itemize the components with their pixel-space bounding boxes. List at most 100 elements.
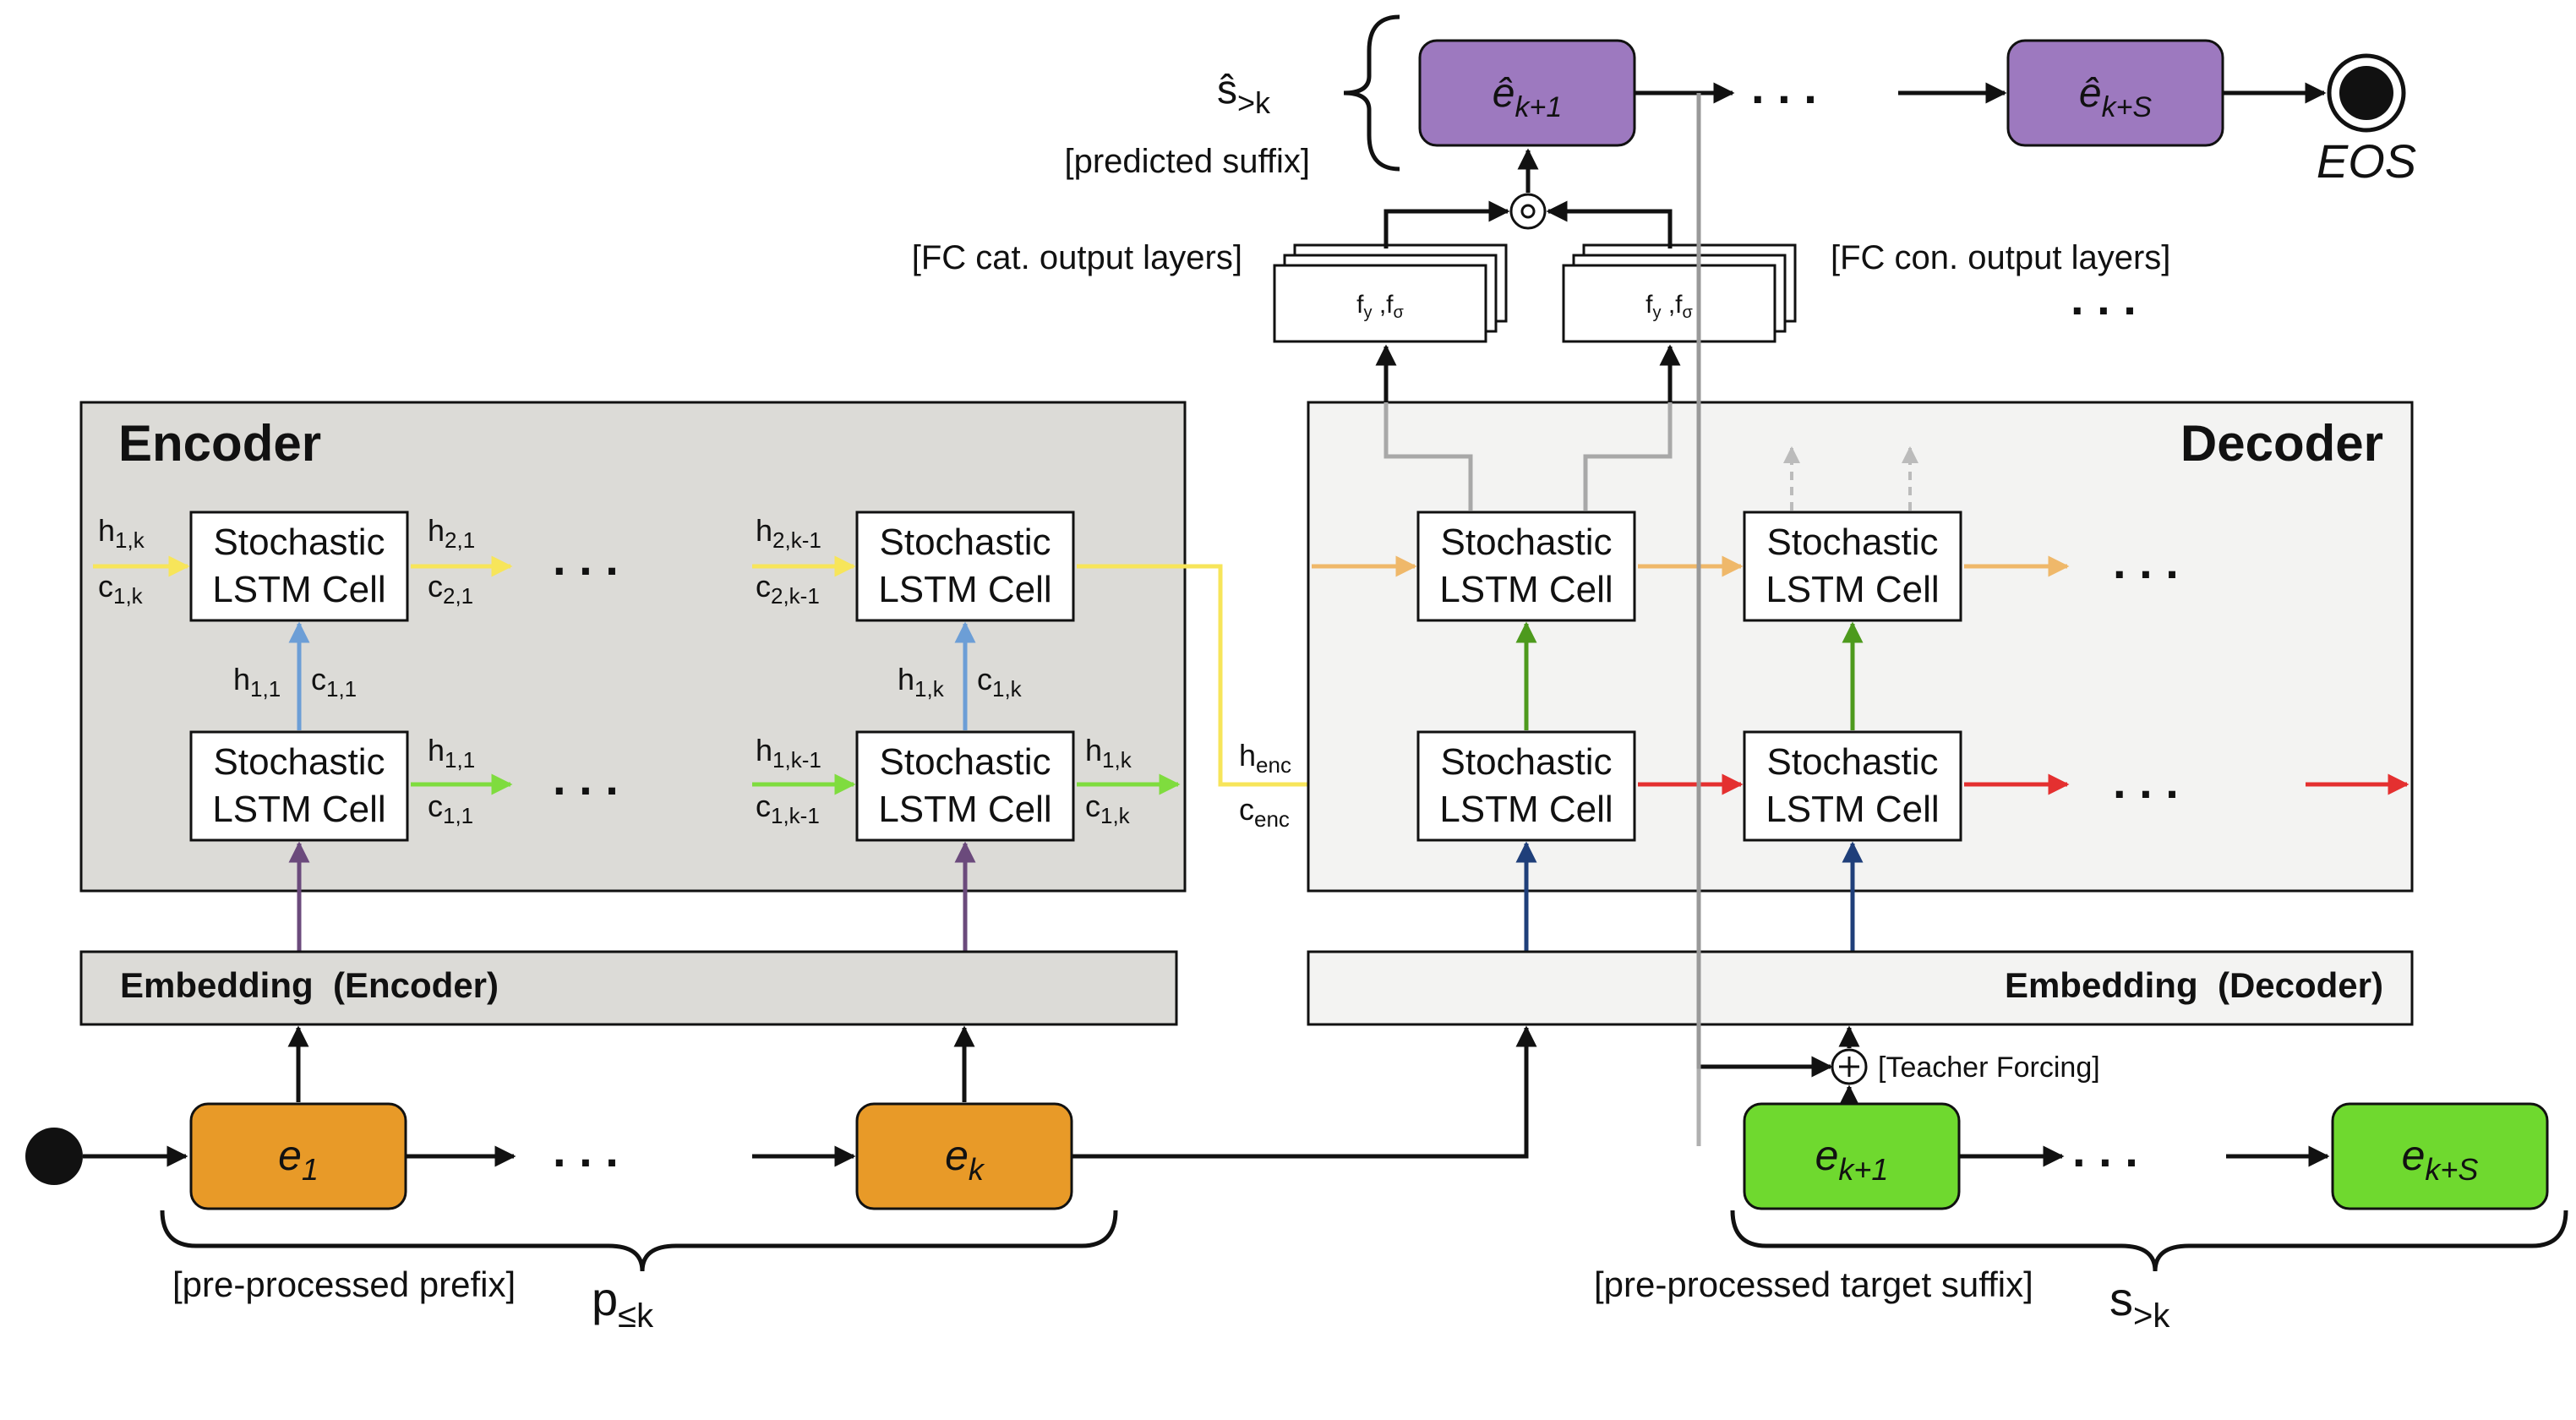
svg-text:c1,k-1: c1,k-1 (756, 789, 820, 828)
decoder-embedding-label: Embedding (Decoder) (2005, 965, 2383, 1005)
svg-text:fy ,fσ: fy ,fσ (1645, 291, 1693, 322)
encoder-embedding-label: Embedding (Encoder) (120, 965, 499, 1005)
teacher-forcing-label: [Teacher Forcing] (1878, 1051, 2100, 1084)
predicted-suffix-label: [predicted suffix] (1064, 143, 1310, 180)
encoder-title: Encoder (118, 415, 321, 472)
encoder-cell-top-1: Stochastic LSTM Cell (189, 511, 409, 622)
svg-text:LSTM Cell: LSTM Cell (212, 789, 385, 830)
decoder-cell-bottom-1: Stochastic LSTM Cell (1416, 730, 1636, 842)
decoder-title: Decoder (2180, 415, 2383, 472)
target-event-eks (2331, 1102, 2549, 1210)
svg-text:c1,k: c1,k (977, 662, 1023, 702)
svg-text:h2,1: h2,1 (428, 513, 475, 553)
label-h-2k-1: h2,k-1 (756, 513, 821, 553)
svg-text:Stochastic: Stochastic (1441, 522, 1613, 563)
svg-text:h1,k: h1,k (1085, 733, 1132, 773)
svg-text:ek+1: ek+1 (1815, 1132, 1889, 1187)
label-h-1k-vert: h1,k (898, 662, 945, 702)
eos-icon (2327, 53, 2406, 133)
svg-text:êk+S: êk+S (2079, 71, 2153, 123)
svg-text:c1,k: c1,k (98, 569, 144, 609)
svg-text:Stochastic: Stochastic (1767, 522, 1939, 563)
svg-text:Stochastic: Stochastic (880, 741, 1051, 783)
decoder-embedding-bar (1307, 950, 2414, 1026)
label-c-11-bot: c1,1 (428, 789, 473, 828)
p-leq-k-label: p≤k (592, 1272, 654, 1335)
label-c-enc: cenc (1239, 792, 1290, 832)
encoder-cell-bottom-k: Stochastic LSTM Cell (855, 730, 1075, 842)
eos-label: EOS (2317, 134, 2416, 188)
svg-text:ek+S: ek+S (2402, 1132, 2479, 1187)
label-c-1k-vert: c1,k (977, 662, 1023, 702)
svg-text:LSTM Cell: LSTM Cell (212, 569, 385, 610)
svg-text:s>k: s>k (2109, 1272, 2170, 1335)
predicted-suffix-brace (1343, 14, 1400, 172)
encoder-bottom-ellipsis: . . . (553, 751, 619, 805)
svg-text:Stochastic: Stochastic (214, 741, 385, 783)
s-gt-k-label: s>k (2109, 1272, 2170, 1335)
fc-con-output-stack: fy ,fσ (1562, 243, 1797, 343)
svg-text:c1,1: c1,1 (311, 662, 357, 702)
label-h-11-bot: h1,1 (428, 733, 475, 773)
svg-text:LSTM Cell: LSTM Cell (1439, 569, 1613, 610)
label-c-2k-1: c2,k-1 (756, 569, 820, 609)
label-c-21: c2,1 (428, 569, 473, 609)
svg-text:Stochastic: Stochastic (1767, 741, 1939, 783)
dec-to-fc-con-line (1583, 352, 1673, 511)
fc-ellipsis: . . . (2071, 271, 2137, 325)
label-h-1k-top: h1,k (98, 513, 145, 553)
svg-text:êk+1: êk+1 (1493, 71, 1562, 123)
label-h-1k-1-bot: h1,k-1 (756, 733, 821, 773)
encoder-cell-top-k: Stochastic LSTM Cell (855, 511, 1075, 622)
svg-text:Stochastic: Stochastic (1441, 741, 1613, 783)
label-c-1k-top: c1,k (98, 569, 144, 609)
dec-to-fc-cat-line (1384, 352, 1473, 511)
target-ellipsis: . . . (2072, 1123, 2138, 1177)
svg-text:c2,1: c2,1 (428, 569, 473, 609)
svg-text:p≤k: p≤k (592, 1272, 654, 1335)
hadamard-combine-icon (1509, 193, 1547, 230)
fc-con-label: [FC con. output layers] (1831, 239, 2170, 276)
svg-text:LSTM Cell: LSTM Cell (878, 789, 1051, 830)
svg-text:LSTM Cell: LSTM Cell (1439, 789, 1613, 830)
svg-text:Stochastic: Stochastic (880, 522, 1051, 563)
svg-text:c2,k-1: c2,k-1 (756, 569, 820, 609)
svg-text:fy ,fσ: fy ,fσ (1356, 291, 1404, 322)
svg-text:ŝ>k: ŝ>k (1217, 68, 1271, 120)
prefix-label: [pre-processed prefix] (172, 1264, 516, 1304)
prefix-brace (160, 1210, 1118, 1272)
fc-cat-label: [FC cat. output layers] (912, 239, 1242, 276)
svg-text:h1,1: h1,1 (428, 733, 475, 773)
svg-text:c1,1: c1,1 (428, 789, 473, 828)
decoder-cell-top-1: Stochastic LSTM Cell (1416, 511, 1636, 622)
prediction-ellipsis: . . . (1751, 60, 1817, 113)
label-c-11-vert: c1,1 (311, 662, 357, 702)
svg-text:h1,k: h1,k (98, 513, 145, 553)
target-brace (1730, 1210, 2568, 1272)
svg-text:henc: henc (1239, 738, 1291, 778)
label-h-1k-out: h1,k (1085, 733, 1132, 773)
teacher-forcing-add-icon (1831, 1048, 1868, 1085)
fc-cat-output-stack: fy ,fσ (1273, 243, 1508, 343)
svg-text:Stochastic: Stochastic (214, 522, 385, 563)
start-icon (25, 1128, 83, 1185)
encoder-top-ellipsis: . . . (553, 532, 619, 585)
decoder-top-ellipsis: . . . (2113, 535, 2179, 588)
svg-text:cenc: cenc (1239, 792, 1290, 832)
svg-text:e1: e1 (278, 1132, 319, 1187)
prefix-ellipsis: . . . (553, 1123, 619, 1177)
label-h-enc: henc (1239, 738, 1291, 778)
label-c-1k-out: c1,k (1085, 789, 1131, 828)
decoder-cell-bottom-2: Stochastic LSTM Cell (1743, 730, 1962, 842)
label-h-21: h2,1 (428, 513, 475, 553)
decoder-bottom-ellipsis: . . . (2113, 755, 2179, 808)
svg-text:h1,k: h1,k (898, 662, 945, 702)
fc-con-to-combine (1546, 200, 1673, 248)
svg-text:LSTM Cell: LSTM Cell (878, 569, 1051, 610)
target-label: [pre-processed target suffix] (1594, 1264, 2033, 1304)
svg-text:h2,k-1: h2,k-1 (756, 513, 821, 553)
decoder-cell-top-2: Stochastic LSTM Cell (1743, 511, 1962, 622)
svg-text:LSTM Cell: LSTM Cell (1766, 789, 1939, 830)
encoder-embedding-bar (79, 950, 1178, 1026)
